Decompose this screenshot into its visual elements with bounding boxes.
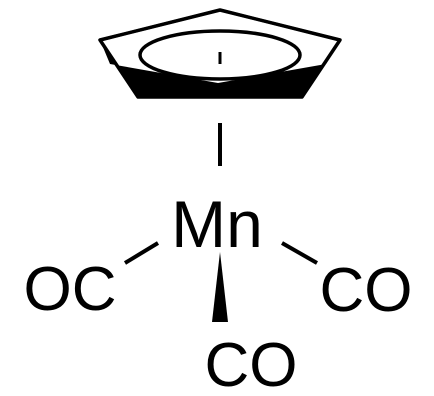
metal-atom-label: Mn (171, 187, 263, 261)
bottom-carbonyl-wedge-bond (212, 252, 228, 322)
right-carbonyl-label: CO (320, 256, 413, 325)
cyclopentadienyl-ring-icon (98, 8, 342, 99)
bottom-carbonyl-label: CO (205, 331, 298, 396)
left-carbonyl-label: OC (24, 255, 117, 324)
right-carbonyl-bond (281, 241, 318, 265)
left-carbonyl-bond (123, 241, 160, 265)
ring-back-left-edge (99, 8, 221, 42)
ring-back-right-edge (219, 8, 341, 42)
